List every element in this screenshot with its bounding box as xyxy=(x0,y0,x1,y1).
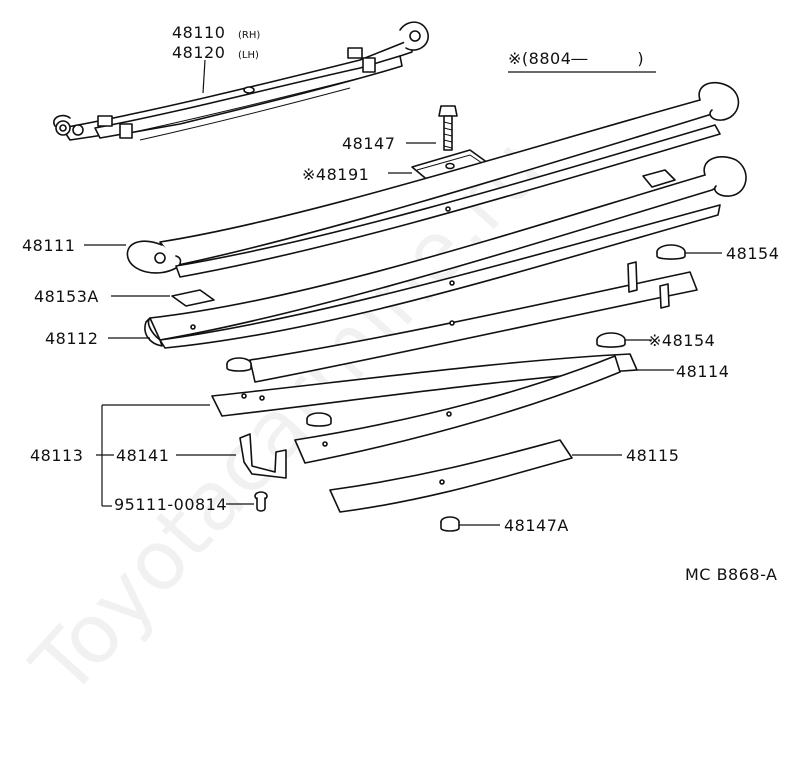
label-48141: 48141 xyxy=(116,446,169,465)
label-48154-top: 48154 xyxy=(726,244,779,263)
label-48111: 48111 xyxy=(22,236,75,255)
label-48112: 48112 xyxy=(45,329,98,348)
label-48114: 48114 xyxy=(676,362,729,381)
diagram-code: MC B868-A xyxy=(685,565,777,584)
leaf-48115 xyxy=(329,439,573,513)
leaf-spring-assembly xyxy=(53,21,429,141)
pad-lower xyxy=(306,412,332,427)
label-48110-side: (RH) xyxy=(238,30,260,41)
nut-48147a xyxy=(440,516,460,532)
label-48147: 48147 xyxy=(342,134,395,153)
main-leaf xyxy=(126,81,740,278)
pad-left xyxy=(226,357,252,372)
note-date: ※(8804― ) xyxy=(508,49,644,68)
label-48154-mid: ※48154 xyxy=(648,331,715,350)
label-48153a: 48153A xyxy=(34,287,99,306)
second-leaf-48112 xyxy=(144,156,747,349)
label-48120: 48120 xyxy=(172,43,225,62)
center-bolt xyxy=(438,105,458,151)
label-48115: 48115 xyxy=(626,446,679,465)
label-48147a: 48147A xyxy=(504,516,569,535)
label-95111-00814: 95111-00814 xyxy=(114,495,227,514)
label-48110: 48110 xyxy=(172,23,225,42)
label-48113: 48113 xyxy=(30,446,83,465)
pad-48154-top xyxy=(656,244,686,260)
label-48191: ※48191 xyxy=(302,165,369,184)
pad-48153a xyxy=(171,289,215,307)
label-48120-side: (LH) xyxy=(238,50,259,61)
pad-48154-mid xyxy=(596,332,626,348)
clip-48141 xyxy=(239,433,287,479)
leaf-48114 xyxy=(294,355,621,464)
rivet-95111 xyxy=(254,491,268,512)
leaf-with-clips xyxy=(249,261,698,383)
